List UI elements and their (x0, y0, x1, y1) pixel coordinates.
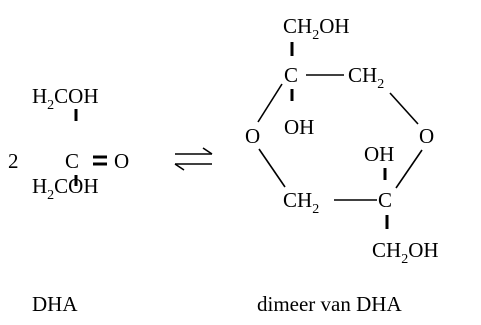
dimer-right-oxygen: O (419, 124, 434, 148)
dimer-top-ch2oh-rest: OH (319, 14, 349, 38)
dha-bottom-group-h: H (32, 174, 47, 198)
dha-top-group-sub: 2 (47, 98, 54, 113)
dimer-top-ch2oh-sub: 2 (312, 28, 319, 43)
dimer-upper-ch2-sub: 2 (377, 77, 384, 92)
dimer-upper-ch2: CH2 (348, 63, 384, 92)
dimer-caption: dimeer van DHA (257, 292, 402, 316)
equilibrium-arrows (174, 147, 213, 171)
dimer-lower-ch2-main: CH (283, 188, 312, 212)
dha-top-group-h: H (32, 84, 47, 108)
equilibrium-arrow-forward-head (202, 147, 213, 155)
dha-molecule: 2 H2COH C O H2COH (8, 84, 129, 203)
dimer-top-ch2oh: CH2OH (283, 14, 350, 43)
dha-center-carbon: C (65, 149, 79, 173)
dimer-upper-carbon: C (284, 63, 298, 87)
dimer-left-oxygen: O (245, 124, 260, 148)
dha-dimer-molecule: CH2OH C CH2 OH O O CH2 OH C CH2OH (245, 14, 439, 267)
dha-top-group-rest: COH (54, 84, 98, 108)
dimer-bottom-ch2oh: CH2OH (372, 238, 439, 267)
dha-top-group: H2COH (32, 84, 99, 113)
dimer-bottom-ch2oh-sub: 2 (401, 252, 408, 267)
equilibrium-arrow-backward-head (174, 163, 185, 171)
dimer-lower-oh: OH (364, 142, 394, 166)
dha-coefficient: 2 (8, 149, 19, 173)
dha-oxygen: O (114, 149, 129, 173)
dimer-bond-right-o-lower-c (395, 149, 423, 189)
dimer-lower-ch2-sub: 2 (312, 202, 319, 217)
dha-caption: DHA (32, 292, 78, 316)
dimer-bottom-ch2oh-rest: OH (408, 238, 438, 262)
dimer-lower-ch2: CH2 (283, 188, 319, 217)
dimer-top-ch2oh-main: CH (283, 14, 312, 38)
dimer-bond-left-o-lower-ch2 (258, 148, 286, 188)
dha-bottom-group-sub: 2 (47, 188, 54, 203)
dha-bottom-group-rest: COH (54, 174, 98, 198)
dimer-bond-upper-c-left-o (257, 83, 283, 123)
dimer-bond-upper-ch2-right-o (389, 92, 419, 125)
dimer-bottom-ch2oh-main: CH (372, 238, 401, 262)
dimer-upper-ch2-main: CH (348, 63, 377, 87)
dha-bottom-group: H2COH (32, 174, 99, 203)
dimer-upper-oh: OH (284, 115, 314, 139)
dimer-lower-carbon: C (378, 188, 392, 212)
